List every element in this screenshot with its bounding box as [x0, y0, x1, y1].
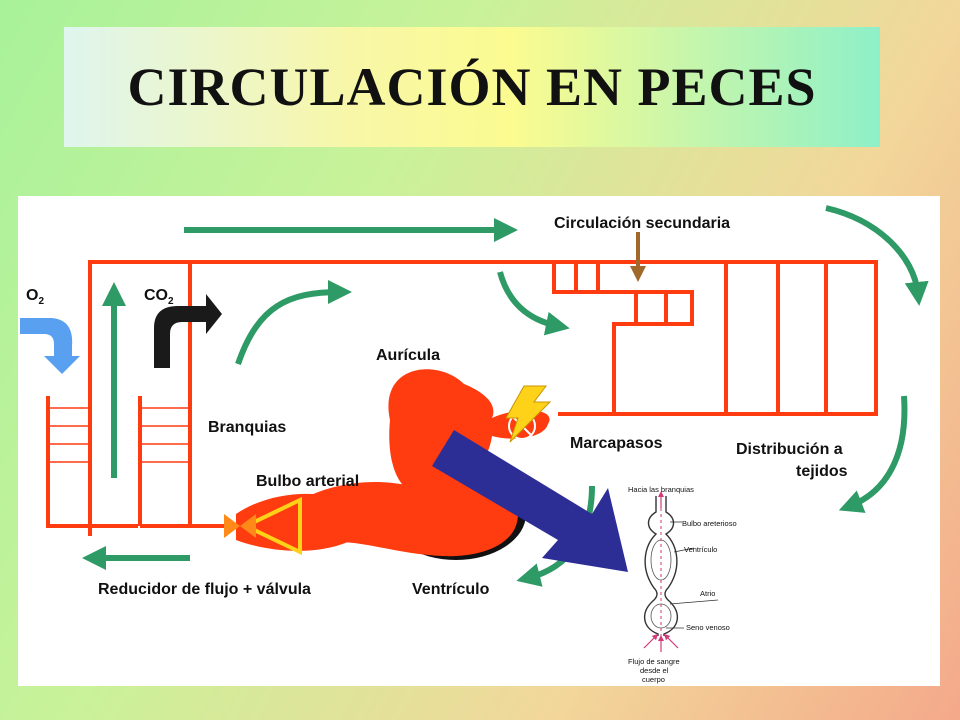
label-auricula: Aurícula: [376, 347, 440, 364]
heart: [224, 369, 552, 560]
arrow-curve-top: [497, 271, 570, 336]
label-bulbo-arterial: Bulbo arterial: [256, 473, 359, 490]
heart-anatomy-inset: Hacia las branquias Bulbo areterioso Ven…: [628, 485, 737, 684]
label-distribucion-line1: Distribución a: [736, 441, 843, 458]
label-branquias: Branquias: [208, 419, 286, 436]
o2-arrow-icon: [20, 318, 80, 374]
gill-lamellae: [50, 407, 188, 463]
arrow-curve-right-top: [825, 205, 929, 306]
arrow-curve-right-bottom: [838, 395, 908, 513]
label-co2: CO2: [144, 287, 174, 307]
inset-heart-outline: [644, 496, 678, 636]
inset-bottom-line1: Flujo de sangre: [628, 657, 680, 666]
heart-atrium: [388, 369, 550, 496]
fish-circulation-diagram: O2 CO2 Circulación secundaria Aurícula B…: [18, 196, 940, 686]
label-distribucion-line2: tejidos: [796, 463, 848, 480]
label-o2: O2: [26, 287, 44, 307]
label-ventriculo: Ventrículo: [412, 581, 490, 598]
label-reductor: Reducidor de flujo + válvula: [98, 581, 311, 598]
inset-seno-label: Seno venoso: [686, 623, 730, 632]
zoom-arrow-icon: [432, 430, 628, 572]
inset-bottom-line2: desde el: [640, 666, 669, 675]
blood-vessel-network: [46, 260, 878, 536]
flow-arrows: [82, 205, 929, 587]
label-circulacion-secundaria: Circulación secundaria: [554, 215, 730, 232]
secondary-circulation-pointer-icon: [630, 232, 646, 282]
inset-bulbo-label: Bulbo areterioso: [682, 519, 737, 528]
inset-bottom-line3: cuerpo: [642, 675, 665, 684]
bulbus-valve-triangle: [241, 496, 302, 556]
inset-top-label: Hacia las branquias: [628, 485, 694, 494]
flow-reducer-valve-icon: [224, 514, 256, 538]
label-marcapasos: Marcapasos: [570, 435, 663, 452]
inset-ventriculo-label: Ventrículo: [684, 545, 717, 554]
arrow-curve-gills: [235, 280, 352, 365]
inset-atrio-label: Atrio: [700, 589, 715, 598]
co2-arrow-icon: [154, 294, 222, 368]
page-title: CIRCULACIÓN EN PECES: [127, 57, 817, 117]
title-banner: CIRCULACIÓN EN PECES: [64, 27, 880, 147]
pacemaker-icon: [505, 385, 552, 443]
